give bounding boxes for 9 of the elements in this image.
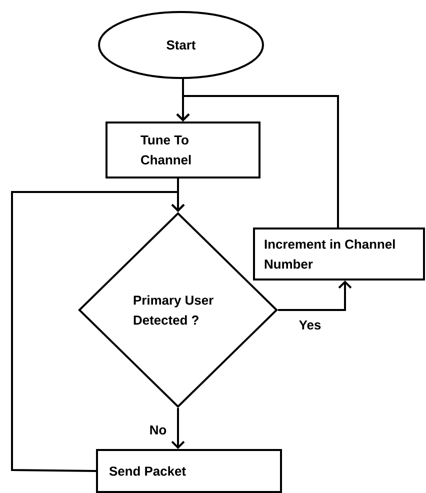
process-box: Send Packet [96, 449, 282, 493]
edge-label: No [148, 424, 168, 436]
process-box: Increment in Channel Number [253, 228, 425, 280]
process-box: Tune To Channel [106, 122, 260, 178]
arrow [11, 191, 185, 472]
arrow [278, 280, 352, 311]
arrow [171, 408, 185, 449]
edge-label: Yes [298, 319, 322, 330]
arrow [176, 95, 339, 228]
